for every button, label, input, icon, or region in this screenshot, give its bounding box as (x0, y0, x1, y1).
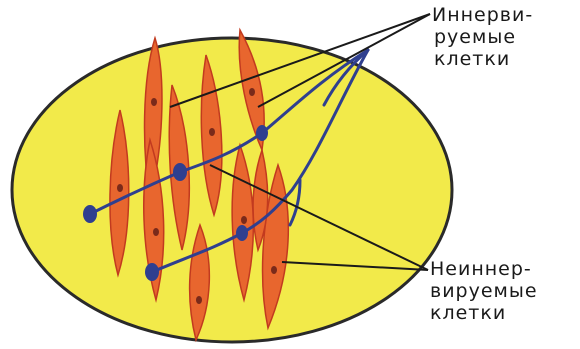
nucleus (249, 88, 255, 96)
tissue-oval (12, 38, 452, 342)
nerve-ending (83, 205, 97, 223)
label-line: клетки (430, 302, 538, 324)
nerve-ending (236, 225, 248, 241)
nucleus (241, 216, 247, 224)
nucleus (151, 98, 157, 106)
label-line: руемые (432, 26, 533, 48)
label-non-innervated-cells: Неиннер- вируемые клетки (430, 258, 538, 324)
nerve-ending (173, 163, 187, 181)
nucleus (209, 128, 215, 136)
label-innervated-cells: Иннерви- руемые клетки (432, 4, 533, 70)
nerve-ending (145, 263, 159, 281)
label-line: Неиннер- (430, 258, 538, 280)
label-line: вируемые (430, 280, 538, 302)
nerve-ending (256, 125, 268, 141)
nucleus (271, 266, 277, 274)
nucleus (117, 184, 123, 192)
nucleus (153, 228, 159, 236)
label-line: клетки (432, 48, 533, 70)
nucleus (196, 296, 202, 304)
label-line: Иннерви- (432, 4, 533, 26)
